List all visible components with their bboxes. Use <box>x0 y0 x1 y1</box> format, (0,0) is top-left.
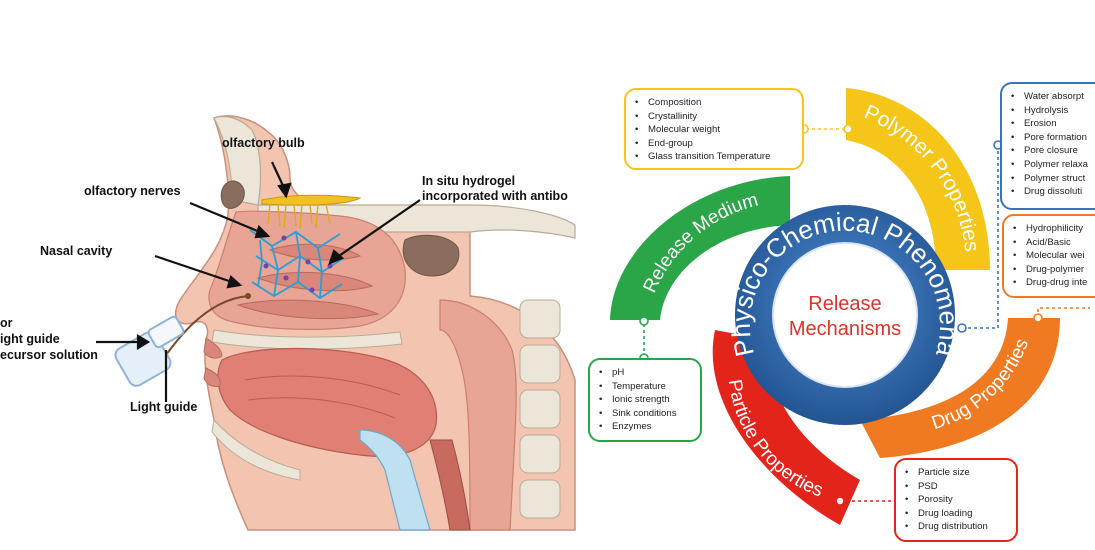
pharynx-wall <box>439 299 517 531</box>
larynx <box>359 429 431 531</box>
particle-properties-arc <box>712 330 860 525</box>
list-item: Temperature <box>590 380 700 394</box>
label-arrows <box>96 161 421 402</box>
list-item: Glass transition Temperature <box>626 150 802 164</box>
center-disc <box>772 242 918 388</box>
tongue-fold <box>244 375 401 396</box>
list-item: Particle size <box>896 466 1016 480</box>
lower-lip <box>203 367 221 387</box>
list-item: Drug loading <box>896 507 1016 521</box>
list-item: Polymer struct <box>1002 172 1095 186</box>
hydrogel-label-line1: In situ hydrogel <box>422 174 516 188</box>
polymer-properties-box: Composition Crystallinity Molecular weig… <box>624 88 804 170</box>
list-item: pH <box>590 366 700 380</box>
list-item: Pore formation <box>1002 131 1095 145</box>
left-label-line1: or <box>0 316 13 330</box>
light-guide-tip <box>245 293 251 299</box>
list-item: Composition <box>626 96 802 110</box>
frontal-sinus <box>220 180 245 209</box>
sphenoid-sinus <box>402 234 460 277</box>
list-item: End-group <box>626 137 802 151</box>
drug-properties-box: Hydrophilicity Acid/Basic Molecular wei … <box>1002 214 1095 298</box>
frontal-bone <box>213 115 262 206</box>
trachea <box>429 439 471 531</box>
release-medium-arc <box>610 176 790 320</box>
list-item: Porosity <box>896 493 1016 507</box>
release-medium-box: pH Temperature Ionic strength Sink condi… <box>588 358 702 442</box>
release-mechanism-wheel: Physico-Chemical Phenomena Polymer Prope… <box>610 88 1090 525</box>
polymer-properties-arc <box>846 88 990 270</box>
list-item: Drug-polymer <box>1004 263 1095 277</box>
list-item: Acid/Basic <box>1004 236 1095 250</box>
nasal-anatomy-illustration <box>96 115 576 531</box>
antibody-particles <box>263 235 333 293</box>
mechanisms-box: Water absorpt Hydrolysis Erosion Pore fo… <box>1000 82 1095 210</box>
applicator-device <box>114 315 185 387</box>
list-item: Crystallinity <box>626 110 802 124</box>
olfactory-bulb-label: olfactory bulb <box>222 136 305 150</box>
hard-palate <box>211 329 403 350</box>
light-guide-label: Light guide <box>130 400 198 414</box>
list-item: Pore closure <box>1002 144 1095 158</box>
tongue-fold <box>247 397 396 419</box>
list-item: Water absorpt <box>1002 90 1095 104</box>
particle-properties-box: Particle size PSD Porosity Drug loading … <box>894 458 1018 542</box>
hydrogel-label-line2: incorporated with antibo <box>422 189 568 203</box>
drug-properties-arc <box>860 318 1060 458</box>
left-label-line2: ight guide <box>0 332 60 346</box>
list-item: Sink conditions <box>590 407 700 421</box>
nasal-cavity-label: Nasal cavity <box>40 244 113 258</box>
list-item: Erosion <box>1002 117 1095 131</box>
nasal-cavity-region <box>208 210 406 330</box>
lower-jaw <box>211 418 301 481</box>
tongue <box>217 347 438 457</box>
vertebrae <box>519 299 561 519</box>
upper-lip <box>203 337 223 359</box>
list-item: Ionic strength <box>590 393 700 407</box>
list-item: Hydrophilicity <box>1004 222 1095 236</box>
turbinate-lower <box>236 299 380 320</box>
list-item: Drug dissoluti <box>1002 185 1095 199</box>
olfactory-nerves-label: olfactory nerves <box>84 184 181 198</box>
list-item: Molecular weight <box>626 123 802 137</box>
list-item: Drug distribution <box>896 520 1016 534</box>
list-item: Drug-drug inte <box>1004 276 1095 290</box>
list-item: Molecular wei <box>1004 249 1095 263</box>
list-item: Polymer relaxa <box>1002 158 1095 172</box>
olfactory-nerve-fibres <box>267 203 331 229</box>
list-item: Hydrolysis <box>1002 104 1095 118</box>
left-label-line3: ecursor solution <box>0 348 98 362</box>
list-item: Enzymes <box>590 420 700 434</box>
list-item: PSD <box>896 480 1016 494</box>
center-text-line1: Release <box>808 293 881 315</box>
center-text-line2: Mechanisms <box>789 318 901 340</box>
